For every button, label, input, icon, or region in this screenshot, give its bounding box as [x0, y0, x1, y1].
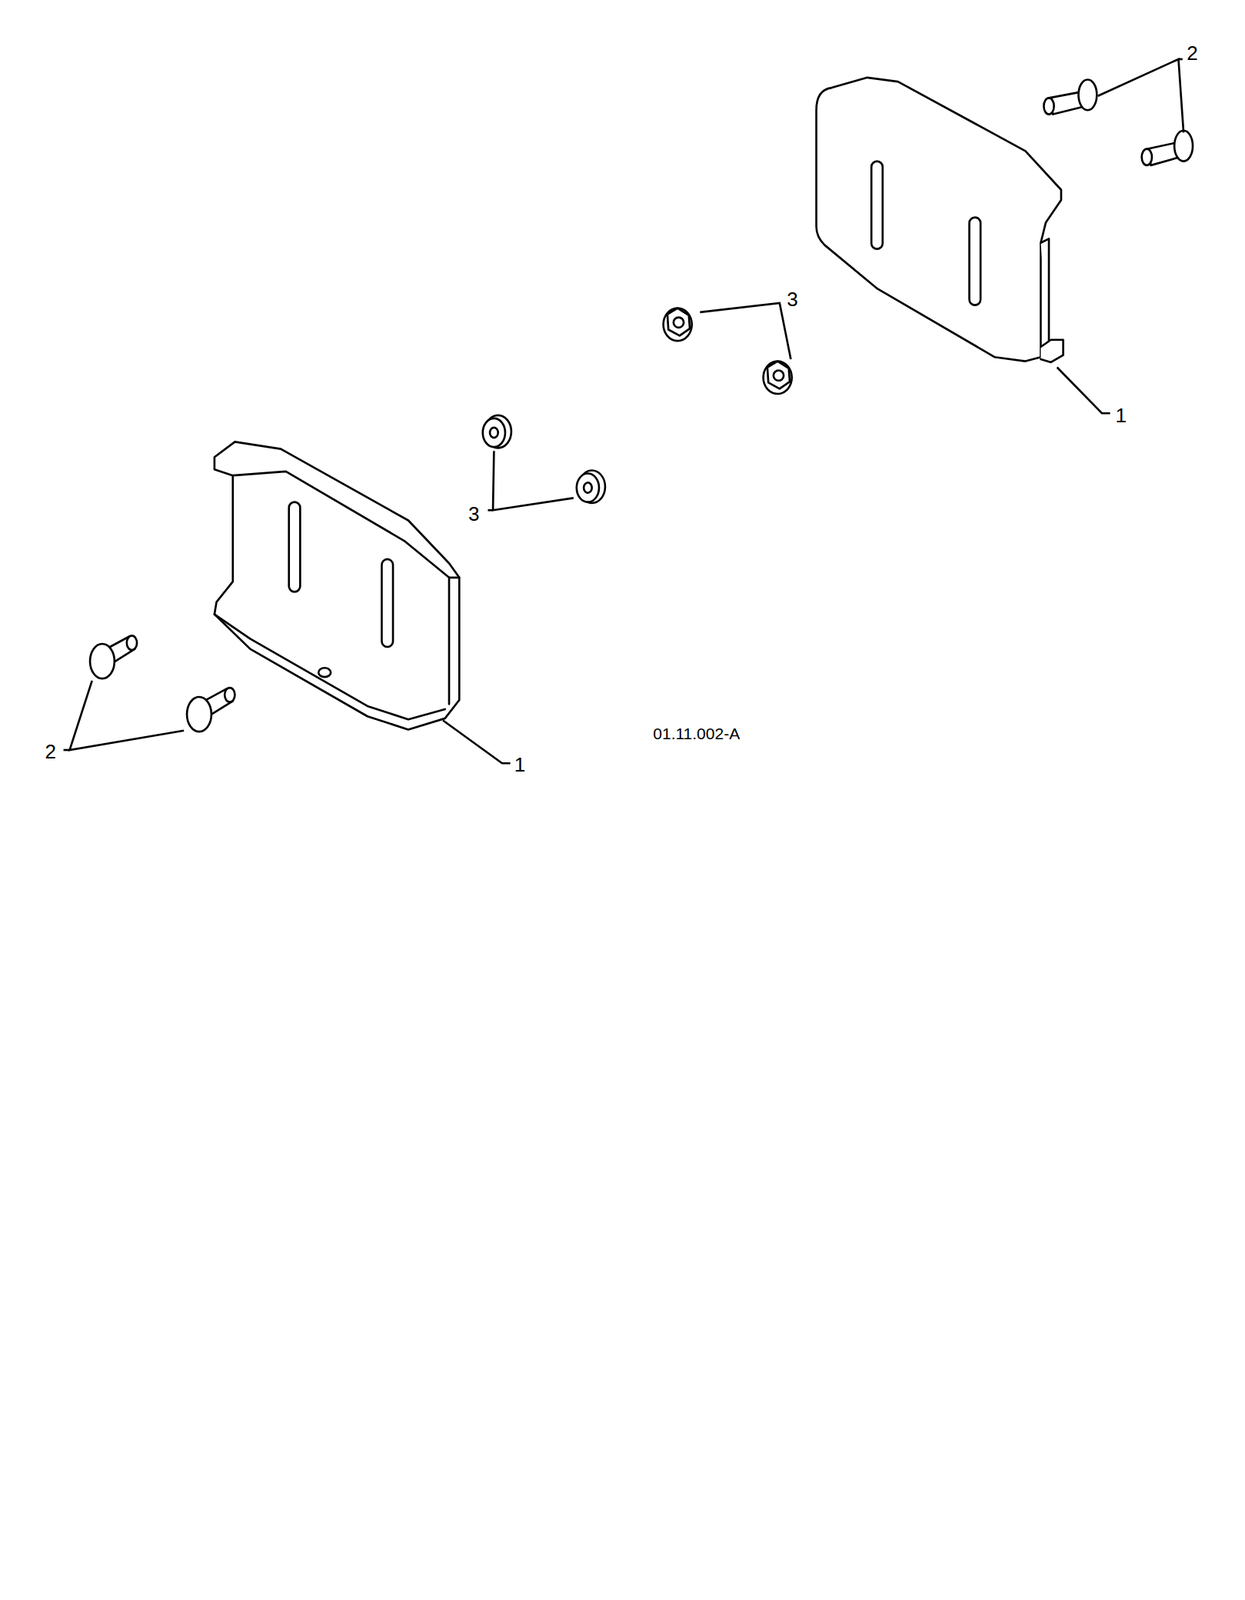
callout-number: 3 — [468, 503, 480, 524]
callout-number: 1 — [1115, 405, 1126, 426]
callout-number: 2 — [1186, 43, 1198, 64]
callout-number: 3 — [786, 289, 798, 310]
figure-code: 01.11.002-A — [652, 724, 740, 741]
flange-nut — [663, 308, 693, 341]
callout-number: 1 — [514, 754, 526, 775]
carriage-bolt — [186, 687, 235, 732]
skid-shoe — [214, 441, 460, 730]
flange-nut — [576, 470, 606, 503]
flange-nut — [482, 415, 512, 448]
leader-lines — [63, 59, 1185, 763]
carriage-bolt — [1043, 79, 1097, 114]
flange-nut — [763, 361, 793, 394]
skid-shoe — [816, 77, 1064, 363]
callout-number: 2 — [44, 741, 56, 762]
carriage-bolt — [1141, 130, 1193, 166]
carriage-bolt — [89, 635, 137, 679]
